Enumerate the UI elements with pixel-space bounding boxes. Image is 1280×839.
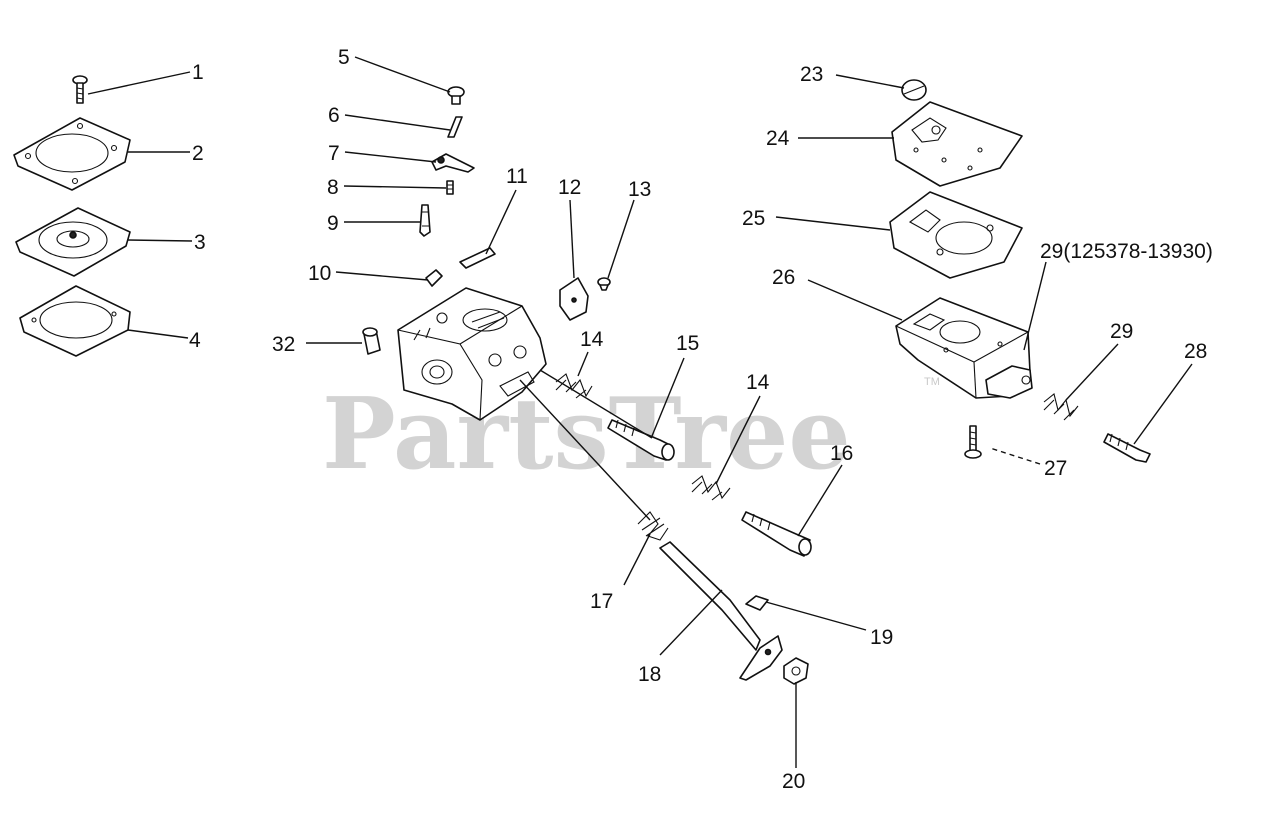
label-part-14-upper: 14: [580, 328, 604, 351]
label-part-18: 18: [638, 663, 661, 686]
part-6-pin[interactable]: [447, 116, 463, 138]
part-28-screw[interactable]: [1103, 433, 1151, 463]
label-part-29-note: 29(125378-13930): [1040, 240, 1213, 263]
part-12-throttle-plate[interactable]: [559, 277, 589, 321]
part-32-plug[interactable]: [362, 327, 381, 355]
part-24-pump-diaphragm[interactable]: [891, 101, 1023, 187]
part-16-main-needle[interactable]: [741, 511, 812, 557]
label-part-12: 12: [558, 176, 581, 199]
part-29-spring[interactable]: [1043, 393, 1079, 421]
label-part-1: 1: [192, 61, 204, 84]
label-part-13: 13: [628, 178, 651, 201]
label-part-32: 32: [272, 333, 295, 356]
label-part-6: 6: [328, 104, 340, 127]
part-5-screw[interactable]: [447, 86, 465, 105]
label-part-25: 25: [742, 207, 765, 230]
part-4-gasket[interactable]: [19, 285, 131, 357]
label-part-28: 28: [1184, 340, 1207, 363]
label-part-20: 20: [782, 770, 805, 793]
part-7-lever[interactable]: [431, 153, 475, 173]
part-13-screw[interactable]: [597, 277, 611, 291]
watermark-trademark: TM: [924, 376, 940, 388]
part-17-spring[interactable]: [637, 511, 669, 541]
part-1-screw[interactable]: [72, 75, 88, 104]
label-part-23: 23: [800, 63, 823, 86]
part-9-needle[interactable]: [419, 204, 431, 237]
label-part-7: 7: [328, 142, 340, 165]
watermark-text: PartsTree: [322, 377, 851, 492]
part-10-clip[interactable]: [425, 269, 443, 287]
part-23-primer-bulb[interactable]: [901, 79, 927, 101]
label-part-8: 8: [327, 176, 339, 199]
label-part-10: 10: [308, 262, 331, 285]
label-part-5: 5: [338, 46, 350, 69]
label-part-29: 29: [1110, 320, 1133, 343]
label-part-9: 9: [327, 212, 339, 235]
part-14-spring-lower[interactable]: [691, 475, 731, 501]
label-part-16: 16: [830, 442, 853, 465]
label-part-15: 15: [676, 332, 699, 355]
label-part-11: 11: [506, 165, 528, 188]
part-2-pump-cover[interactable]: [13, 117, 131, 191]
label-part-26: 26: [772, 266, 795, 289]
leader-lines: [87, 56, 1193, 768]
label-part-27: 27: [1044, 457, 1067, 480]
label-part-19: 19: [870, 626, 893, 649]
label-part-4: 4: [189, 329, 201, 352]
label-part-24: 24: [766, 127, 790, 150]
part-11-gasket-strip[interactable]: [459, 247, 496, 269]
carburetor-body[interactable]: [397, 287, 547, 421]
part-18-throttle-shaft[interactable]: [659, 541, 783, 681]
part-26-pump-body[interactable]: [895, 297, 1033, 399]
part-3-diaphragm[interactable]: [15, 207, 131, 277]
part-labels: 1 2 3 4 5 6 7 8 9 10 11 12 13 14 15 14 1…: [189, 46, 1213, 793]
part-19-clip[interactable]: [745, 595, 769, 611]
label-part-3: 3: [194, 231, 206, 254]
label-part-17: 17: [590, 590, 613, 613]
part-25-gasket[interactable]: [889, 191, 1023, 279]
part-20-nut[interactable]: [783, 657, 809, 685]
part-27-screw[interactable]: [964, 425, 982, 459]
label-part-2: 2: [192, 142, 204, 165]
part-8-spring-pin[interactable]: [446, 180, 454, 195]
part-14-spring-upper[interactable]: [555, 373, 593, 399]
label-part-14-lower: 14: [746, 371, 770, 394]
part-15-idle-needle[interactable]: [607, 419, 675, 461]
